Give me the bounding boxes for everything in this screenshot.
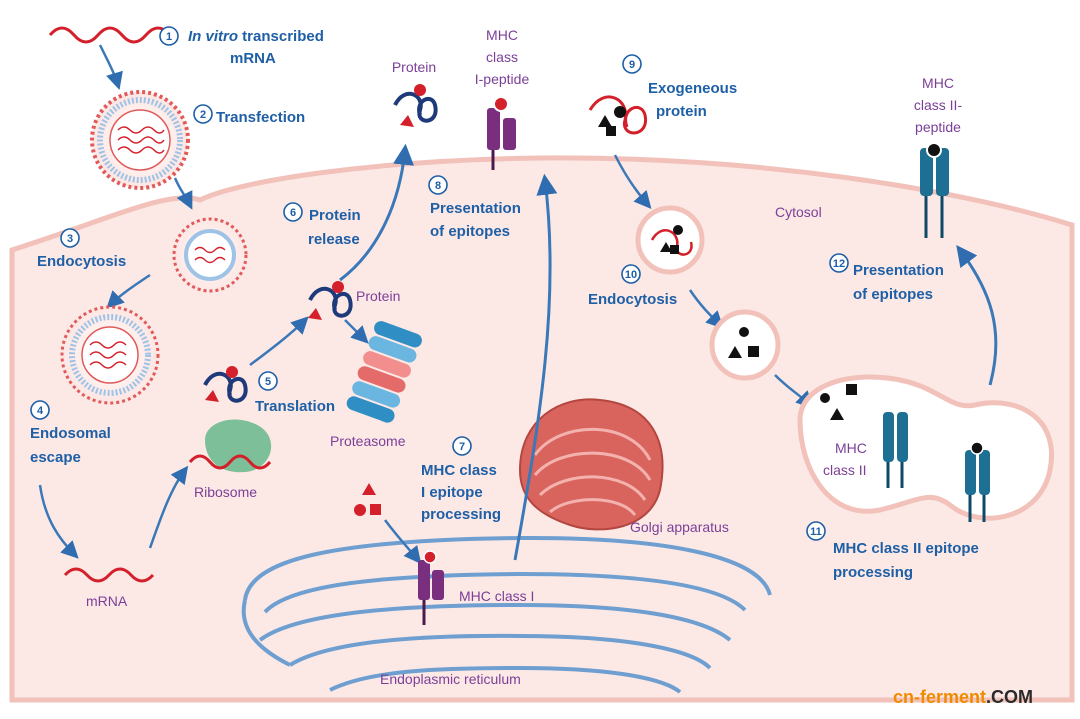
endosome: [60, 305, 160, 405]
mrna-wave-cytosol: [63, 567, 155, 583]
arrow-9-to-10: [613, 154, 652, 209]
step-9-label: Exogeneous: [648, 80, 737, 97]
step-badge-5: 5: [258, 371, 278, 391]
step-2-label: Transfection: [216, 109, 305, 126]
svg-text:12: 12: [833, 258, 845, 270]
step-11-label: MHC class II epitope: [833, 540, 979, 557]
svg-text:4: 4: [37, 405, 44, 417]
svg-text:9: 9: [629, 59, 635, 71]
arrow-mrna-to-ribosome: [148, 465, 189, 549]
step-5-label: Translation: [255, 398, 335, 415]
svg-text:10: 10: [625, 269, 637, 281]
step-1-label: In vitro transcribed: [188, 28, 324, 45]
step-badge-9: 9: [622, 54, 642, 74]
mrna-label: mRNA: [86, 593, 128, 609]
protein-mid: [308, 281, 353, 320]
mhc2-peptide-label-line2: class II-: [914, 97, 963, 113]
mhc-class-ii-molecule-b: [965, 441, 990, 522]
er-label: Endoplasmic reticulum: [380, 671, 521, 687]
golgi-apparatus: [518, 398, 664, 531]
mhc-class-ii-label-line2: class II: [823, 462, 867, 478]
protein-mid-label: Protein: [356, 288, 400, 304]
mhc-class-ii-molecule-a: [883, 412, 908, 488]
protein-top-label: Protein: [392, 59, 436, 75]
mhc1-peptide-label-line2: class: [486, 49, 518, 65]
svg-text:5: 5: [265, 376, 271, 388]
protein-at-ribosome: [203, 366, 248, 403]
step-6-label-line2: release: [308, 231, 360, 248]
exogenous-protein: [588, 95, 647, 136]
step-9-label-line2: protein: [656, 103, 707, 120]
step-12-label-line2: of epitopes: [853, 286, 933, 303]
mhc-class-ii-label-line1: MHC: [835, 440, 867, 456]
step-7-label-line2: I epitope: [421, 484, 483, 501]
watermark: cn-ferment.COM: [893, 687, 1033, 707]
arrow-10-to-vesicle: [688, 289, 724, 329]
svg-text:1: 1: [166, 31, 172, 43]
arrow-7-to-er: [384, 519, 422, 565]
mhc-class-ii-surface: [920, 142, 949, 238]
step-3-label: Endocytosis: [37, 253, 126, 270]
svg-text:2: 2: [200, 109, 206, 121]
arrow-4-to-mrna: [38, 484, 79, 559]
ribosome-label: Ribosome: [194, 484, 257, 500]
mhc-class-i-er: [418, 550, 444, 625]
arrow-1-to-2: [98, 44, 123, 91]
proteasome: [346, 321, 422, 423]
step-badge-7: 7: [452, 436, 472, 456]
arrow-11-to-12: [956, 244, 998, 386]
arrow-3-to-4: [106, 273, 151, 309]
er-to-surface-arrow: [513, 173, 558, 561]
step-12-label: Presentation: [853, 262, 944, 279]
peptide-vesicle: [709, 309, 781, 381]
step-badge-1: 1: [159, 26, 179, 46]
step-1-label-line2: mRNA: [230, 50, 276, 67]
step-badge-8: 8: [428, 175, 448, 195]
ribosome: [188, 419, 272, 473]
mhc-class-i-surface: [487, 96, 516, 170]
mhc1-peptide-label-line3: I-peptide: [475, 71, 530, 87]
golgi-label: Golgi apparatus: [630, 519, 729, 535]
peptide-fragments: [354, 483, 381, 516]
protein-released: [393, 84, 438, 127]
mhc2-peptide-label-line1: MHC: [922, 75, 954, 91]
step-badge-3: 3: [60, 228, 80, 248]
step-6-label: Protein: [309, 207, 361, 224]
step-badge-4: 4: [30, 400, 50, 420]
step-7-label: MHC class: [421, 462, 497, 479]
mhc1-peptide-label-line1: MHC: [486, 27, 518, 43]
svg-text:3: 3: [67, 233, 73, 245]
mhc-class-ii-compartment: [797, 374, 1054, 522]
svg-text:6: 6: [290, 207, 296, 219]
step-10-label: Endocytosis: [588, 291, 677, 308]
arrow-2-to-3: [173, 177, 193, 210]
proteasome-label: Proteasome: [330, 433, 406, 449]
step-4-label: Endosomal: [30, 425, 111, 442]
step-badge-6: 6: [283, 202, 303, 222]
mhc2-peptide-label-line3: peptide: [915, 119, 961, 135]
mhc-class-i-label: MHC class I: [459, 588, 534, 604]
arrow-5-to-protein: [249, 316, 309, 366]
svg-text:8: 8: [435, 180, 441, 192]
step-7-label-line3: processing: [421, 506, 501, 523]
lipid-nanoparticle: [90, 90, 190, 190]
endocytosis-vesicle: [172, 217, 248, 293]
step-badge-2: 2: [193, 104, 213, 124]
step-badge-12: 12: [829, 253, 849, 273]
svg-text:11: 11: [810, 526, 822, 538]
svg-text:7: 7: [459, 441, 465, 453]
cytosol-label: Cytosol: [775, 204, 822, 220]
step-badge-10: 10: [621, 264, 641, 284]
step-8-label-line2: of epitopes: [430, 223, 510, 240]
arrow-protein-to-proteasome: [344, 319, 369, 344]
step-11-label-line2: processing: [833, 564, 913, 581]
mrna-wave-input: [48, 26, 172, 44]
step-4-label-line2: escape: [30, 449, 81, 466]
step-8-label: Presentation: [430, 200, 521, 217]
step-badge-11: 11: [806, 521, 826, 541]
endocytosed-protein-vesicle: [635, 205, 705, 275]
arrow-protein-to-release: [339, 143, 414, 282]
